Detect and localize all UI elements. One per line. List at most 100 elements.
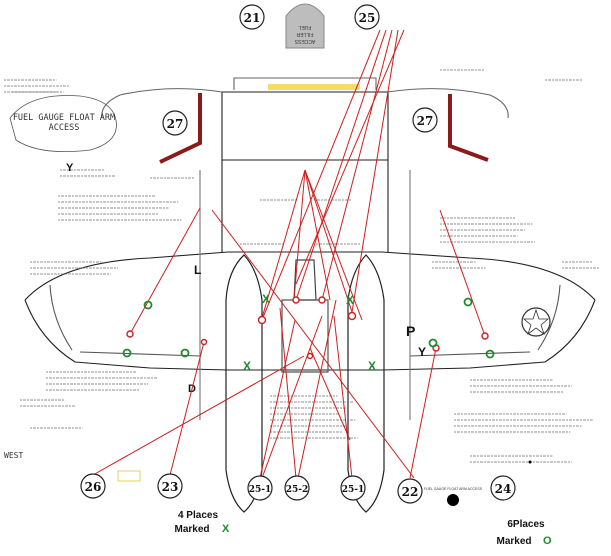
svg-text:25-2: 25-2 — [286, 485, 309, 495]
callout-22: 22 — [397, 478, 423, 504]
fastener-4 — [347, 311, 357, 321]
green-marks: X X X X — [243, 292, 376, 373]
leader-center-low — [309, 347, 351, 441]
leader-22-b — [211, 209, 415, 479]
leader-tail-d — [304, 169, 353, 313]
green-x-4: X — [368, 359, 376, 373]
green-x-3: X — [243, 359, 251, 373]
svg-text:24: 24 — [495, 482, 512, 496]
fuel-gauge-title: FUEL GAUGE FLOAT ARM ACCESS — [9, 95, 117, 152]
marked-o-glyph: O — [543, 535, 552, 547]
leader-25-c — [321, 29, 393, 301]
svg-text:25-1: 25-1 — [249, 485, 272, 495]
fastener-6 — [481, 332, 489, 340]
tail-outline — [101, 77, 509, 420]
fastener-9 — [306, 352, 314, 360]
legend-yellow-swatch — [117, 470, 141, 482]
leader-23 — [169, 341, 205, 476]
callout-markers: 21 25 27 27 26 23 25-1 25-2 — [80, 4, 516, 504]
leader-right-wing — [439, 209, 486, 337]
svg-text:27: 27 — [417, 114, 434, 128]
green-o-2 — [122, 348, 132, 358]
handwritten-notes — [4, 69, 599, 463]
svg-text:27: 27 — [167, 117, 184, 131]
fastener-8 — [200, 338, 208, 346]
right-stabilizer-outline — [387, 88, 509, 119]
leader-22-a — [409, 347, 437, 479]
leader-tail-b — [293, 169, 306, 301]
fuel-gauge-title-line2: ACCESS — [49, 123, 80, 133]
marked-x-label: Marked — [174, 524, 209, 535]
svg-text:22: 22 — [402, 485, 419, 499]
leader-25-a — [261, 29, 381, 321]
svg-text:21: 21 — [244, 11, 261, 25]
filler-label-1: FUEL — [298, 24, 311, 30]
mark-l: L — [194, 263, 201, 277]
leader-25-1-right — [333, 315, 353, 479]
filler-label-2: FILLER — [296, 31, 313, 37]
callout-23: 23 — [157, 473, 183, 499]
view-letter-y: Y — [66, 162, 74, 174]
legend-small-dot — [528, 460, 532, 464]
fastener-5 — [126, 330, 134, 338]
fuel-filler-access-cap: FUEL FILLER ACCESS — [285, 3, 325, 49]
left-stabilizer-outline — [101, 88, 223, 119]
leader-25-1-left — [259, 319, 296, 479]
fuel-gauge-outline — [9, 95, 117, 152]
callout-27-left: 27 — [162, 110, 188, 136]
green-o-1 — [143, 300, 153, 310]
leader-left-wing — [129, 207, 201, 335]
legend-fuel-gauge-text: FUEL GAUGE FLOAT ARM ACCESS — [424, 487, 483, 491]
leader-25-e — [295, 29, 405, 285]
right-tip-panel — [537, 284, 561, 351]
svg-text:23: 23 — [162, 480, 179, 494]
right-aileron-line — [409, 351, 531, 357]
svg-text:26: 26 — [85, 480, 102, 494]
leader-tail-a — [261, 169, 306, 319]
fastener-1 — [257, 315, 267, 325]
insignia-circle — [521, 307, 551, 337]
leader-26 — [92, 355, 305, 476]
left-wing-trailing-edge — [24, 299, 229, 371]
leader-25-b — [295, 29, 387, 301]
svg-text:25: 25 — [359, 11, 376, 25]
callout-27-right: 27 — [412, 107, 438, 133]
left-wing-leading-edge — [24, 251, 229, 301]
fuel-gauge-title-line1: FUEL GAUGE FLOAT ARM — [13, 113, 115, 123]
callout-25-1-right: 25-1 — [340, 475, 366, 501]
leader-tail-c — [304, 169, 331, 301]
filler-label-3: ACCESS — [294, 38, 315, 44]
left-aileron-line — [79, 351, 201, 357]
wing-outline — [24, 251, 596, 371]
marked-x-glyph: X — [222, 523, 230, 535]
callout-24: 24 — [490, 475, 516, 501]
green-o-3 — [180, 348, 190, 358]
insignia-star-icon — [522, 308, 550, 336]
leader-25-2-a — [279, 307, 297, 479]
mark-y: Y — [418, 345, 426, 359]
svg-text:25-1: 25-1 — [342, 485, 365, 495]
green-x-1: X — [262, 292, 270, 306]
leader-lines — [92, 29, 486, 479]
mark-p: P — [406, 323, 415, 339]
tail-yellow-banner — [268, 84, 360, 90]
wing-insignia — [521, 307, 551, 337]
right-wing-trailing-edge — [381, 299, 596, 371]
green-o-marks — [122, 297, 495, 359]
leader-25-2-b — [297, 299, 337, 479]
callout-25: 25 — [354, 4, 380, 30]
green-o-4 — [463, 297, 473, 307]
legend-area: FUEL GAUGE FLOAT ARM ACCESS 4 Places Mar… — [117, 460, 552, 547]
four-places-label: 4 Places — [178, 510, 218, 521]
six-places-label: 6Places — [507, 519, 545, 530]
callout-26: 26 — [80, 473, 106, 499]
green-o-5 — [428, 338, 438, 348]
leader-tail-e — [304, 169, 363, 321]
callout-21: 21 — [239, 4, 265, 30]
leader-25-d — [351, 29, 399, 313]
west-label: WEST — [4, 451, 23, 460]
callout-25-1-left: 25-1 — [247, 475, 273, 501]
legend-fuel-gauge-dot — [447, 494, 459, 506]
